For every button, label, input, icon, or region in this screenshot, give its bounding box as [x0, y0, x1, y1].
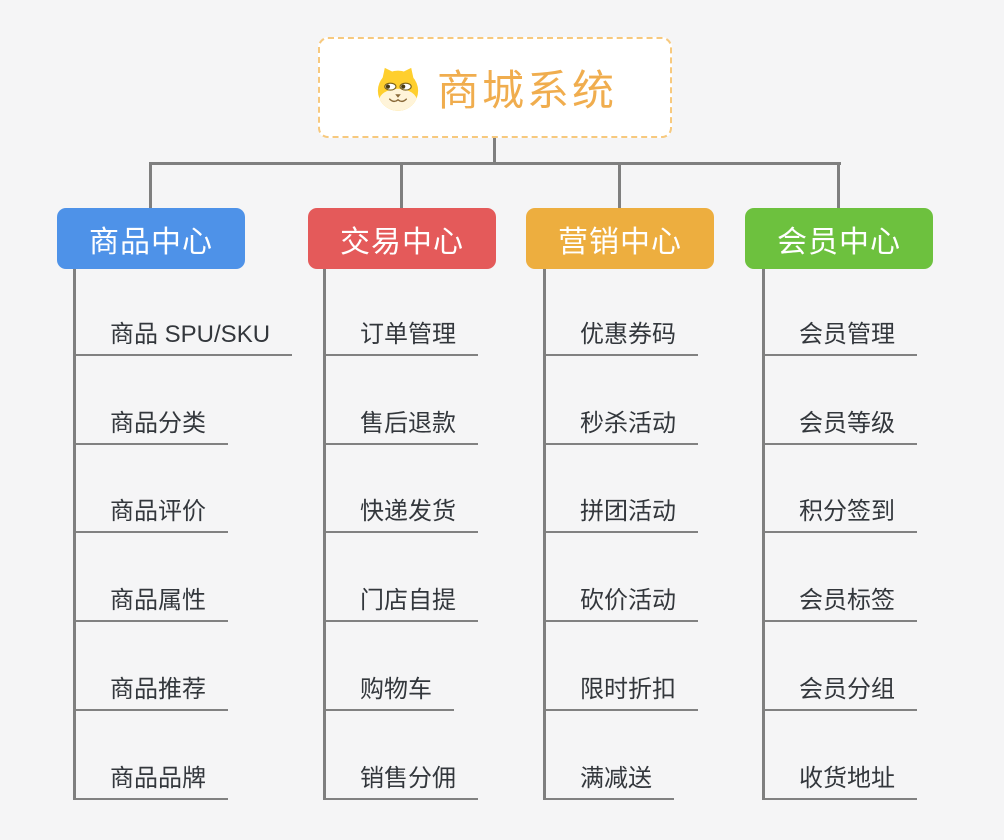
connector-drop-branch-2 — [400, 165, 403, 209]
leaf-topic[interactable]: 会员管理 — [765, 323, 917, 356]
leaf-topic[interactable]: 订单管理 — [326, 323, 478, 356]
leaf-topic[interactable]: 商品评价 — [76, 500, 228, 533]
leaf-topic[interactable]: 收货地址 — [765, 767, 917, 800]
branch-product-center[interactable]: 商品中心 — [57, 208, 245, 269]
branch-marketing-center[interactable]: 营销中心 — [526, 208, 714, 269]
dog-face-icon — [377, 67, 419, 111]
branch-trade-center[interactable]: 交易中心 — [308, 208, 496, 269]
connector-drop-branch-1 — [149, 165, 152, 209]
branch-member-center-children: 会员管理 会员等级 积分签到 会员标签 会员分组 收货地址 — [762, 269, 917, 800]
root-topic[interactable]: 商城系统 — [318, 37, 672, 138]
leaf-topic[interactable]: 会员标签 — [765, 589, 917, 622]
leaf-topic[interactable]: 限时折扣 — [546, 678, 698, 711]
leaf-topic[interactable]: 商品分类 — [76, 412, 228, 445]
leaf-topic[interactable]: 积分签到 — [765, 500, 917, 533]
leaf-topic[interactable]: 售后退款 — [326, 412, 478, 445]
leaf-topic[interactable]: 满减送 — [546, 767, 674, 800]
leaf-topic[interactable]: 拼团活动 — [546, 500, 698, 533]
connector-drop-branch-3 — [618, 165, 621, 209]
leaf-topic[interactable]: 商品品牌 — [76, 767, 228, 800]
leaf-topic[interactable]: 购物车 — [326, 678, 454, 711]
leaf-topic[interactable]: 门店自提 — [326, 589, 478, 622]
leaf-topic[interactable]: 商品推荐 — [76, 678, 228, 711]
branch-marketing-center-children: 优惠券码 秒杀活动 拼团活动 砍价活动 限时折扣 满减送 — [543, 269, 698, 800]
leaf-topic[interactable]: 会员等级 — [765, 412, 917, 445]
leaf-topic[interactable]: 商品属性 — [76, 589, 228, 622]
leaf-topic[interactable]: 会员分组 — [765, 678, 917, 711]
leaf-topic[interactable]: 砍价活动 — [546, 589, 698, 622]
leaf-topic[interactable]: 快递发货 — [326, 500, 478, 533]
branch-trade-center-children: 订单管理 售后退款 快递发货 门店自提 购物车 销售分佣 — [323, 269, 478, 800]
connector-horizontal — [149, 162, 841, 165]
connector-drop-branch-4 — [837, 165, 840, 209]
branch-product-center-children: 商品 SPU/SKU 商品分类 商品评价 商品属性 商品推荐 商品品牌 — [73, 269, 293, 800]
leaf-topic[interactable]: 优惠券码 — [546, 323, 698, 356]
leaf-topic[interactable]: 秒杀活动 — [546, 412, 698, 445]
branch-member-center[interactable]: 会员中心 — [745, 208, 933, 269]
root-topic-label: 商城系统 — [436, 67, 617, 114]
leaf-topic[interactable]: 商品 SPU/SKU — [76, 323, 293, 356]
leaf-topic[interactable]: 销售分佣 — [326, 767, 478, 800]
connector-root-drop — [493, 138, 496, 164]
